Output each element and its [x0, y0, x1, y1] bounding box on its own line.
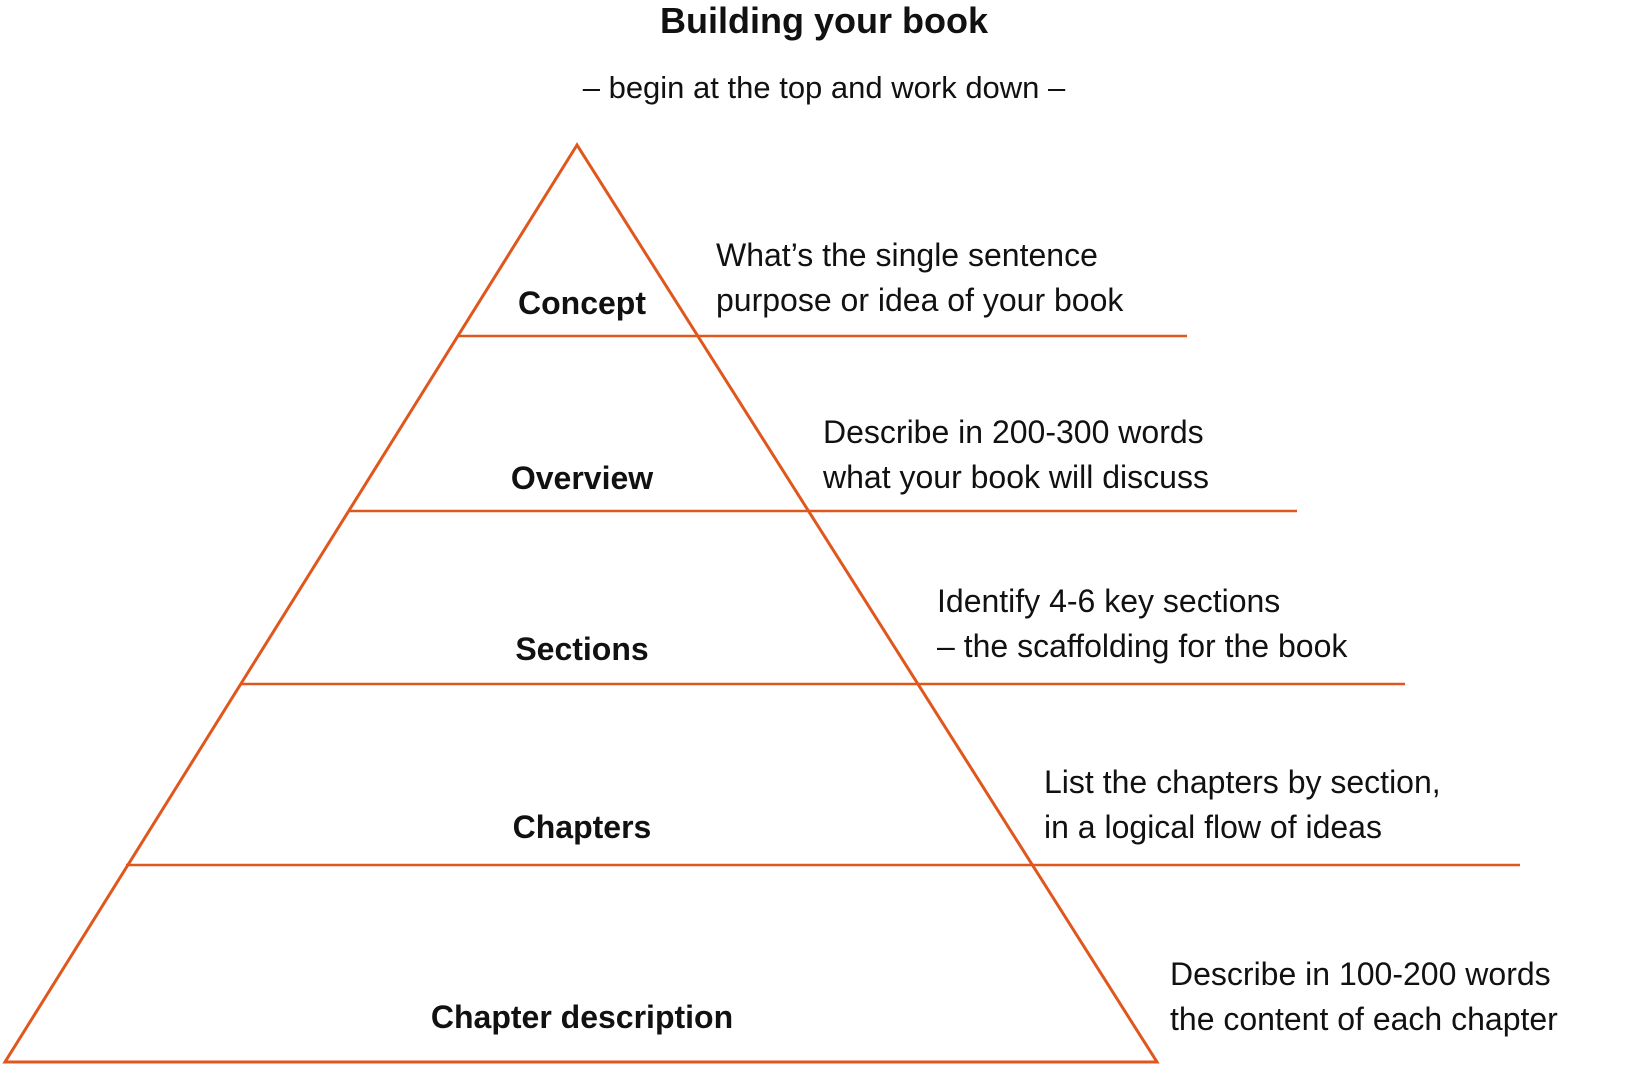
level-label-chapters: Chapters [513, 809, 652, 845]
diagram-title: Building your book [660, 0, 989, 41]
pyramid-outline [2, 142, 1160, 1064]
level-label-concept: Concept [518, 285, 646, 321]
level-label-overview: Overview [511, 460, 653, 496]
level-label-chapter-description: Chapter description [431, 999, 733, 1035]
level-description-line: – the scaffolding for the book [937, 628, 1348, 664]
level-description-sections: Identify 4-6 key sections – the scaffold… [937, 583, 1348, 664]
level-description-chapter-description: Describe in 100-200 words the content of… [1170, 956, 1560, 1037]
level-description-line: What’s the single sentence [716, 237, 1098, 273]
level-description-line: the content of each chapter [1170, 1001, 1558, 1037]
level-description-line: Describe in 100-200 words [1170, 956, 1551, 992]
level-description-overview: Describe in 200-300 words what your book… [822, 414, 1213, 495]
level-description-chapters: List the chapters by section, in a logic… [1044, 764, 1450, 845]
level-description-line: in a logical flow of ideas [1044, 809, 1382, 845]
level-description-line: List the chapters by section, [1044, 764, 1441, 800]
level-description-line: Describe in 200-300 words [823, 414, 1204, 450]
level-description-line: Identify 4-6 key sections [937, 583, 1280, 619]
diagram-subtitle: – begin at the top and work down – [583, 70, 1066, 105]
level-label-sections: Sections [515, 631, 648, 667]
level-description-concept: What’s the single sentence purpose or id… [716, 237, 1124, 318]
level-description-line: what your book will discuss [822, 459, 1209, 495]
level-description-line: purpose or idea of your book [716, 282, 1124, 318]
